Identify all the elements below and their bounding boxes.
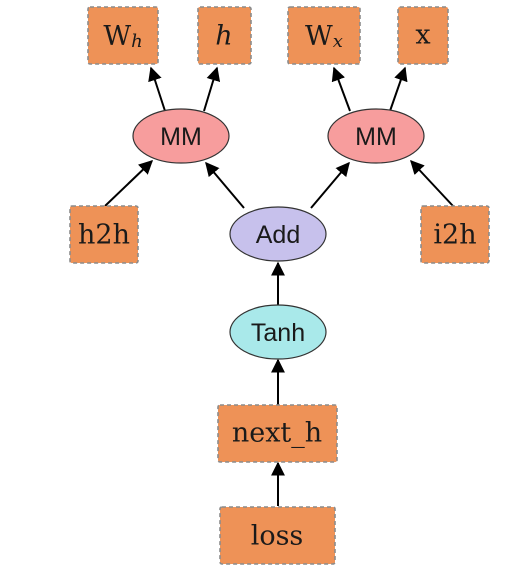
node-h2h-label: h2h (78, 220, 130, 251)
node-next-h-label: next_h (232, 418, 322, 449)
op-mm-left: MM (132, 108, 230, 164)
op-tanh-label: Tanh (251, 319, 305, 347)
edge-add-to-mm-left (205, 161, 245, 209)
op-add-label: Add (256, 221, 300, 249)
op-mm-left-label: MM (160, 123, 202, 151)
node-wx: Wx (287, 6, 361, 65)
node-h2h: h2h (69, 205, 139, 264)
edge-mm-right-to-x (389, 66, 408, 112)
node-h: h (197, 6, 252, 65)
op-tanh: Tanh (229, 304, 327, 360)
edge-mm-left-to-h (203, 66, 221, 112)
node-i2h: i2h (420, 205, 490, 264)
edge-i2h-to-mm-right (410, 159, 454, 207)
edge-mm-right-to-wx (331, 66, 351, 112)
node-i2h-label: i2h (433, 220, 476, 251)
op-mm-right: MM (327, 108, 425, 164)
node-loss: loss (219, 506, 336, 565)
op-add: Add (229, 206, 327, 262)
node-loss-label: loss (251, 521, 304, 552)
node-next-h: next_h (217, 404, 338, 463)
node-wx-label: Wx (305, 21, 343, 52)
node-h-label: h (215, 21, 232, 52)
node-wh-label: Wh (103, 21, 142, 52)
edge-h2h-to-mm-left (104, 160, 154, 207)
edge-mm-left-to-wh (148, 66, 166, 112)
edges (104, 66, 454, 506)
edge-add-to-mm-right (310, 161, 350, 209)
node-x: x (397, 6, 449, 65)
node-x-label: x (415, 20, 430, 51)
op-mm-right-label: MM (355, 123, 397, 151)
node-wh: Wh (87, 6, 159, 65)
